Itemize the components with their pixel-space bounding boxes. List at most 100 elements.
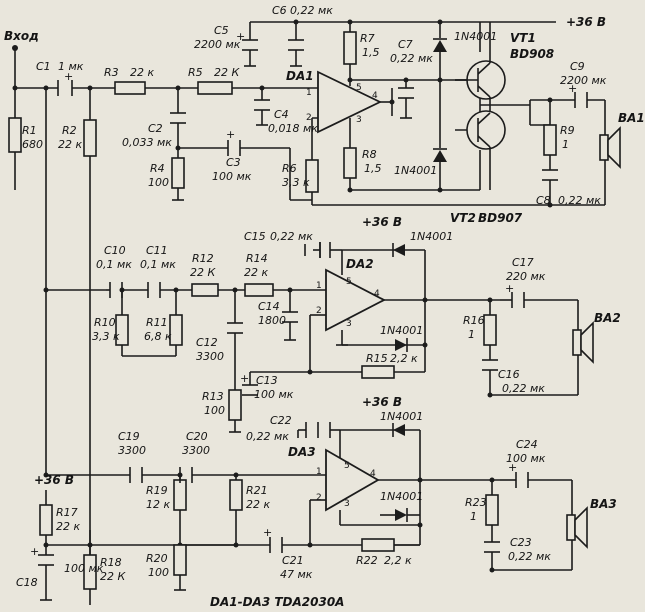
speaker-BA3	[566, 506, 588, 549]
label-components-r5-ref: R5	[188, 66, 203, 79]
resistor-R8	[343, 147, 357, 179]
label-components-r21-value: 22 к	[246, 498, 270, 511]
resistor-R16	[483, 314, 497, 346]
resistor-R23	[485, 494, 499, 526]
label-pins-p1: 1	[316, 467, 322, 477]
opamp-DA3	[325, 448, 380, 512]
diode-d2	[433, 148, 447, 162]
transistor-VT2	[466, 110, 506, 190]
resistor-R18	[83, 554, 97, 590]
label-components-r18-ref: R18	[100, 556, 122, 569]
label-diodes-d2: 1N4001	[394, 164, 437, 177]
label-pins-p3: 3	[346, 319, 352, 329]
label-components-r17-ref: R17	[56, 506, 78, 519]
resistor-R7	[343, 31, 357, 65]
label-transistors-vt1-ref: VT1	[510, 31, 536, 45]
label-components-r20-value: 100	[148, 566, 169, 579]
capacitor-C5	[242, 39, 258, 51]
footer-label: DA1-DA3 TDA2030A	[210, 595, 344, 609]
label-pins-p1: 1	[306, 88, 312, 98]
supply-label-1: +36 В	[566, 15, 606, 29]
label-components-c2-value: 0,033 мк	[122, 136, 172, 149]
supply-label-4: +36 В	[34, 473, 74, 487]
label-components-r17-value: 22 к	[56, 520, 80, 533]
label-components-r22-ref: R22	[356, 554, 378, 567]
label-components-r8-ref: R8	[362, 148, 377, 161]
capacitor-C20	[179, 467, 193, 483]
label-pins-p5: 5	[356, 83, 362, 93]
label-chips-da3: DA3	[288, 445, 316, 459]
resistor-R9	[543, 124, 557, 156]
label-components-r20-ref: R20	[146, 552, 168, 565]
speakers	[566, 126, 621, 549]
svg-text:+: +	[236, 30, 245, 43]
svg-text:+: +	[226, 128, 235, 141]
capacitor-C21	[269, 537, 283, 553]
capacitor-C12	[227, 322, 243, 334]
capacitor-C3	[227, 140, 241, 156]
label-components-c17-ref: C17	[512, 256, 534, 269]
label-components-r13-ref: R13	[202, 390, 224, 403]
label-components-r19-ref: R19	[146, 484, 168, 497]
resistor-R12	[191, 283, 219, 297]
speaker-BA1	[599, 126, 621, 169]
label-components-r15-ref: R15	[366, 352, 388, 365]
label-transistors-vt1-type: BD908	[510, 47, 554, 61]
svg-text:+: +	[64, 70, 73, 83]
label-components-c1-ref: C1	[36, 60, 51, 73]
resistor-R17	[39, 504, 53, 536]
label-components-c15-ref: C15	[244, 230, 266, 243]
label-components-c19-ref: C19	[118, 430, 140, 443]
label-transistors-vt2-type: BD907	[478, 211, 523, 225]
label-components-r22-value: 2,2 к	[384, 554, 412, 567]
label-chips-da1: DA1	[286, 69, 314, 83]
svg-text:+: +	[568, 82, 577, 95]
label-components-c15-value: 0,22 мк	[270, 230, 313, 243]
resistor-R3	[114, 81, 146, 95]
capacitor-C18	[38, 554, 54, 566]
label-speakers-ba1: BA1	[618, 111, 645, 125]
diode-d4	[395, 338, 408, 352]
label-components-c18-ref: C18	[16, 576, 38, 589]
capacitor-C17	[511, 292, 525, 308]
label-components-c12-value: 3300	[196, 350, 224, 363]
label-components-r23-value: 1	[470, 510, 477, 523]
label-components-c24-value: 100 мк	[506, 452, 546, 465]
label-speakers-ba3: BA3	[590, 497, 617, 511]
capacitor-C22	[317, 422, 331, 438]
polarity-marks: +++ +++ +++	[30, 30, 577, 558]
label-components-r12-ref: R12	[192, 252, 214, 265]
label-components-r2-value: 22 к	[58, 138, 82, 151]
label-pins-p2: 2	[316, 306, 322, 316]
label-pins-p5: 5	[346, 277, 352, 287]
capacitor-C19	[129, 467, 143, 483]
junction-dots	[12, 19, 553, 573]
labels: Вход +36 В +36 В +36 В +36 В DA1-DA3 TDA…	[4, 4, 645, 609]
label-components-r5-value: 22 К	[214, 66, 240, 79]
svg-text:+: +	[240, 372, 249, 385]
label-components-r11-value: 6,8 к	[144, 330, 172, 343]
label-components-c20-ref: C20	[186, 430, 208, 443]
label-components-c23-ref: C23	[510, 536, 532, 549]
label-chips-da2: DA2	[346, 257, 374, 271]
label-components-r14-ref: R14	[246, 252, 268, 265]
transistors	[455, 22, 506, 190]
label-components-r16-ref: R16	[463, 314, 485, 327]
label-speakers-ba2: BA2	[594, 311, 621, 325]
label-components-r23-ref: R23	[465, 496, 487, 509]
label-components-r1-value: 680	[22, 138, 43, 151]
label-components-c10-ref: C10	[104, 244, 126, 257]
opamp-DA1	[317, 70, 383, 134]
label-diodes-d3: 1N4001	[410, 230, 453, 243]
label-pins-p3: 3	[344, 499, 350, 509]
label-components-r14-value: 22 к	[244, 266, 268, 279]
label-components-c10-value: 0,1 мк	[96, 258, 132, 271]
label-components-c24-ref: C24	[516, 438, 538, 451]
resistor-R20	[173, 544, 187, 576]
resistor-R6	[305, 159, 319, 193]
label-components-r3-value: 22 к	[130, 66, 154, 79]
label-components-r2-ref: R2	[62, 124, 77, 137]
label-diodes-d6: 1N4001	[380, 490, 423, 503]
